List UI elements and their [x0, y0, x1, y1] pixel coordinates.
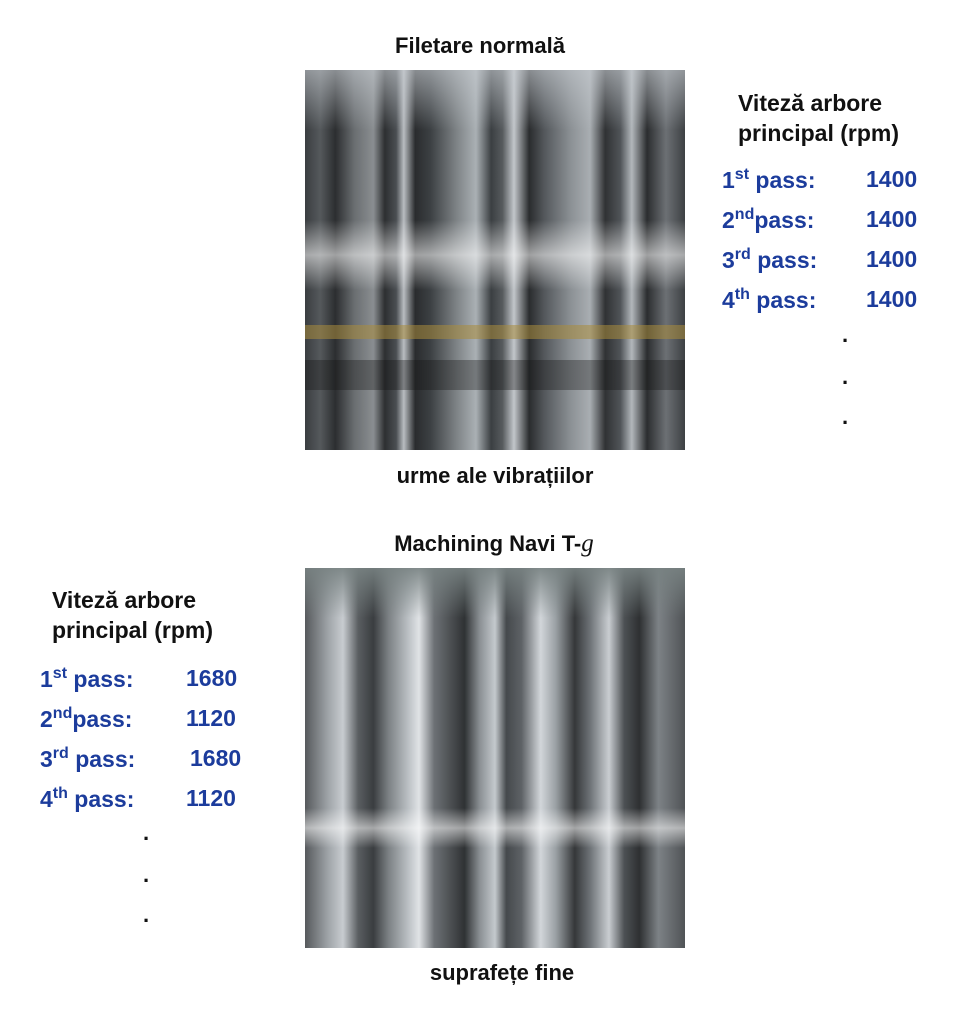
- pass-row: 3rd pass:1400: [722, 246, 918, 273]
- pass-row: 4th pass:1120: [40, 785, 236, 812]
- vibration-marks-thread-photo: [305, 70, 685, 450]
- pass-row: 4th pass:1400: [722, 286, 918, 313]
- vibration-band: [305, 325, 685, 339]
- bottom-caption: suprafețe fine: [429, 960, 575, 985]
- vibration-band: [305, 360, 685, 390]
- rpm-title-line: Viteză arbore: [52, 587, 197, 613]
- pass-row: 1st pass:1400: [722, 166, 918, 193]
- pass-row: 3rd pass:1680: [40, 745, 242, 772]
- pass-row: 2ndpass:1400: [722, 206, 918, 233]
- ellipsis-dot: .: [842, 404, 849, 429]
- pass-row: 1st pass:1680: [40, 665, 238, 692]
- ellipsis-dot: .: [143, 902, 150, 927]
- ellipsis-dot: .: [842, 322, 849, 347]
- ellipsis-dot: .: [143, 820, 150, 845]
- photo-shine: [305, 220, 685, 290]
- photo-shade: [305, 70, 685, 130]
- top-title: Filetare normală: [395, 33, 565, 58]
- fine-surface-thread-photo: [305, 568, 685, 948]
- rpm-title-line: principal (rpm): [738, 120, 900, 146]
- bottom-rpm-title: Viteză arbore principal (rpm): [52, 585, 213, 645]
- pass-row: 2ndpass:1120: [40, 705, 236, 732]
- photo-shine: [305, 808, 685, 848]
- top-caption: urme ale vibrațiilor: [396, 463, 594, 488]
- rpm-title-line: principal (rpm): [52, 617, 214, 643]
- ellipsis-dot: .: [143, 862, 150, 887]
- top-rpm-title: Viteză arbore principal (rpm): [738, 88, 899, 148]
- bottom-title: Machining Navi T-g: [394, 530, 594, 557]
- rpm-title-line: Viteză arbore: [738, 90, 883, 116]
- ellipsis-dot: .: [842, 364, 849, 389]
- photo-shade: [305, 568, 685, 618]
